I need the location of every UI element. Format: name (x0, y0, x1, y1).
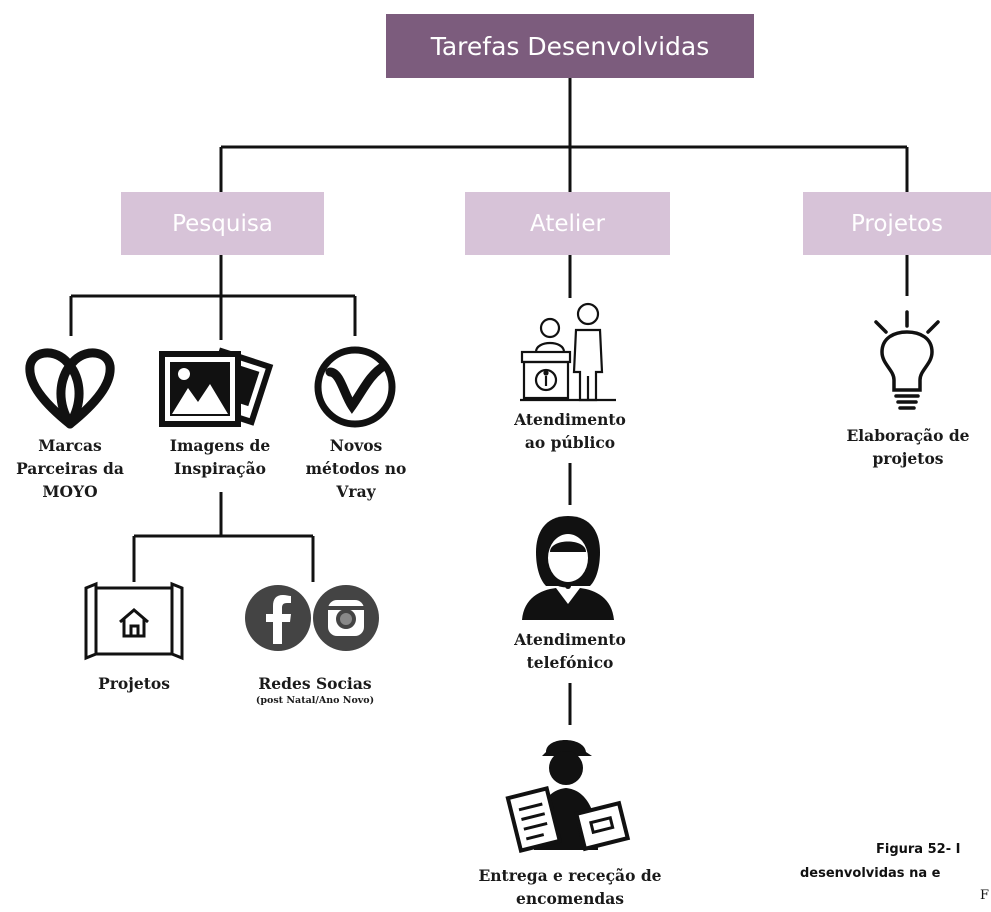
label-line: encomendas (515, 889, 625, 908)
reception-desk-icon (520, 302, 616, 402)
photos-icon (159, 347, 274, 427)
label-line: ao público (524, 433, 616, 452)
figure-caption-line3: F (980, 888, 990, 903)
category-pesquisa: Pesquisa (121, 192, 324, 255)
label-line: projetos (872, 449, 944, 468)
label-atendimento-telefonico: Atendimento telefónico (480, 628, 660, 674)
figure-caption-line1: Figura 52- I (876, 842, 961, 857)
label-entrega-rececao: Entrega e receção de encomendas (470, 864, 670, 910)
label-line: Entrega e receção de (478, 866, 662, 885)
label-line: Novos (329, 436, 383, 455)
house-plan-icon (84, 581, 184, 661)
label-imagens-inspiracao: Imagens de Inspiração (150, 434, 290, 480)
label-line: telefónico (526, 653, 614, 672)
label-line: Parceiras da (16, 459, 124, 478)
label-line: Vray (336, 482, 376, 501)
label-marcas-parceiras: Marcas Parceiras da MOYO (4, 434, 136, 503)
figure-caption-line2: desenvolvidas na e (800, 866, 941, 881)
label-line: Atendimento (514, 410, 626, 429)
root-box: Tarefas Desenvolvidas (386, 14, 754, 78)
category-projetos: Projetos (803, 192, 991, 255)
label-elaboracao-projetos: Elaboração de projetos (828, 424, 988, 470)
label-line: Atendimento (514, 630, 626, 649)
label-line: MOYO (42, 482, 98, 501)
vray-logo-icon (314, 346, 396, 428)
call-center-agent-icon (522, 516, 614, 620)
label-atendimento-publico: Atendimento ao público (480, 408, 660, 454)
social-media-icons (245, 585, 379, 651)
label-line: métodos no (305, 459, 407, 478)
label-line: Imagens de (169, 436, 271, 455)
label-line: Inspiração (173, 459, 266, 478)
label-redes-sociais: Redes Socias (258, 674, 372, 693)
category-atelier: Atelier (465, 192, 670, 255)
light-bulb-icon (874, 310, 940, 410)
label-line: Elaboração de (846, 426, 970, 445)
label-novos-metodos: Novos métodos no Vray (294, 434, 418, 503)
heart-loop-logo-icon (25, 348, 115, 429)
label-projetos-sub: Projetos (98, 674, 170, 693)
label-line: Marcas (38, 436, 102, 455)
delivery-person-icon (505, 740, 631, 853)
label-redes-sociais-note: (post Natal/Ano Novo) (255, 695, 375, 706)
